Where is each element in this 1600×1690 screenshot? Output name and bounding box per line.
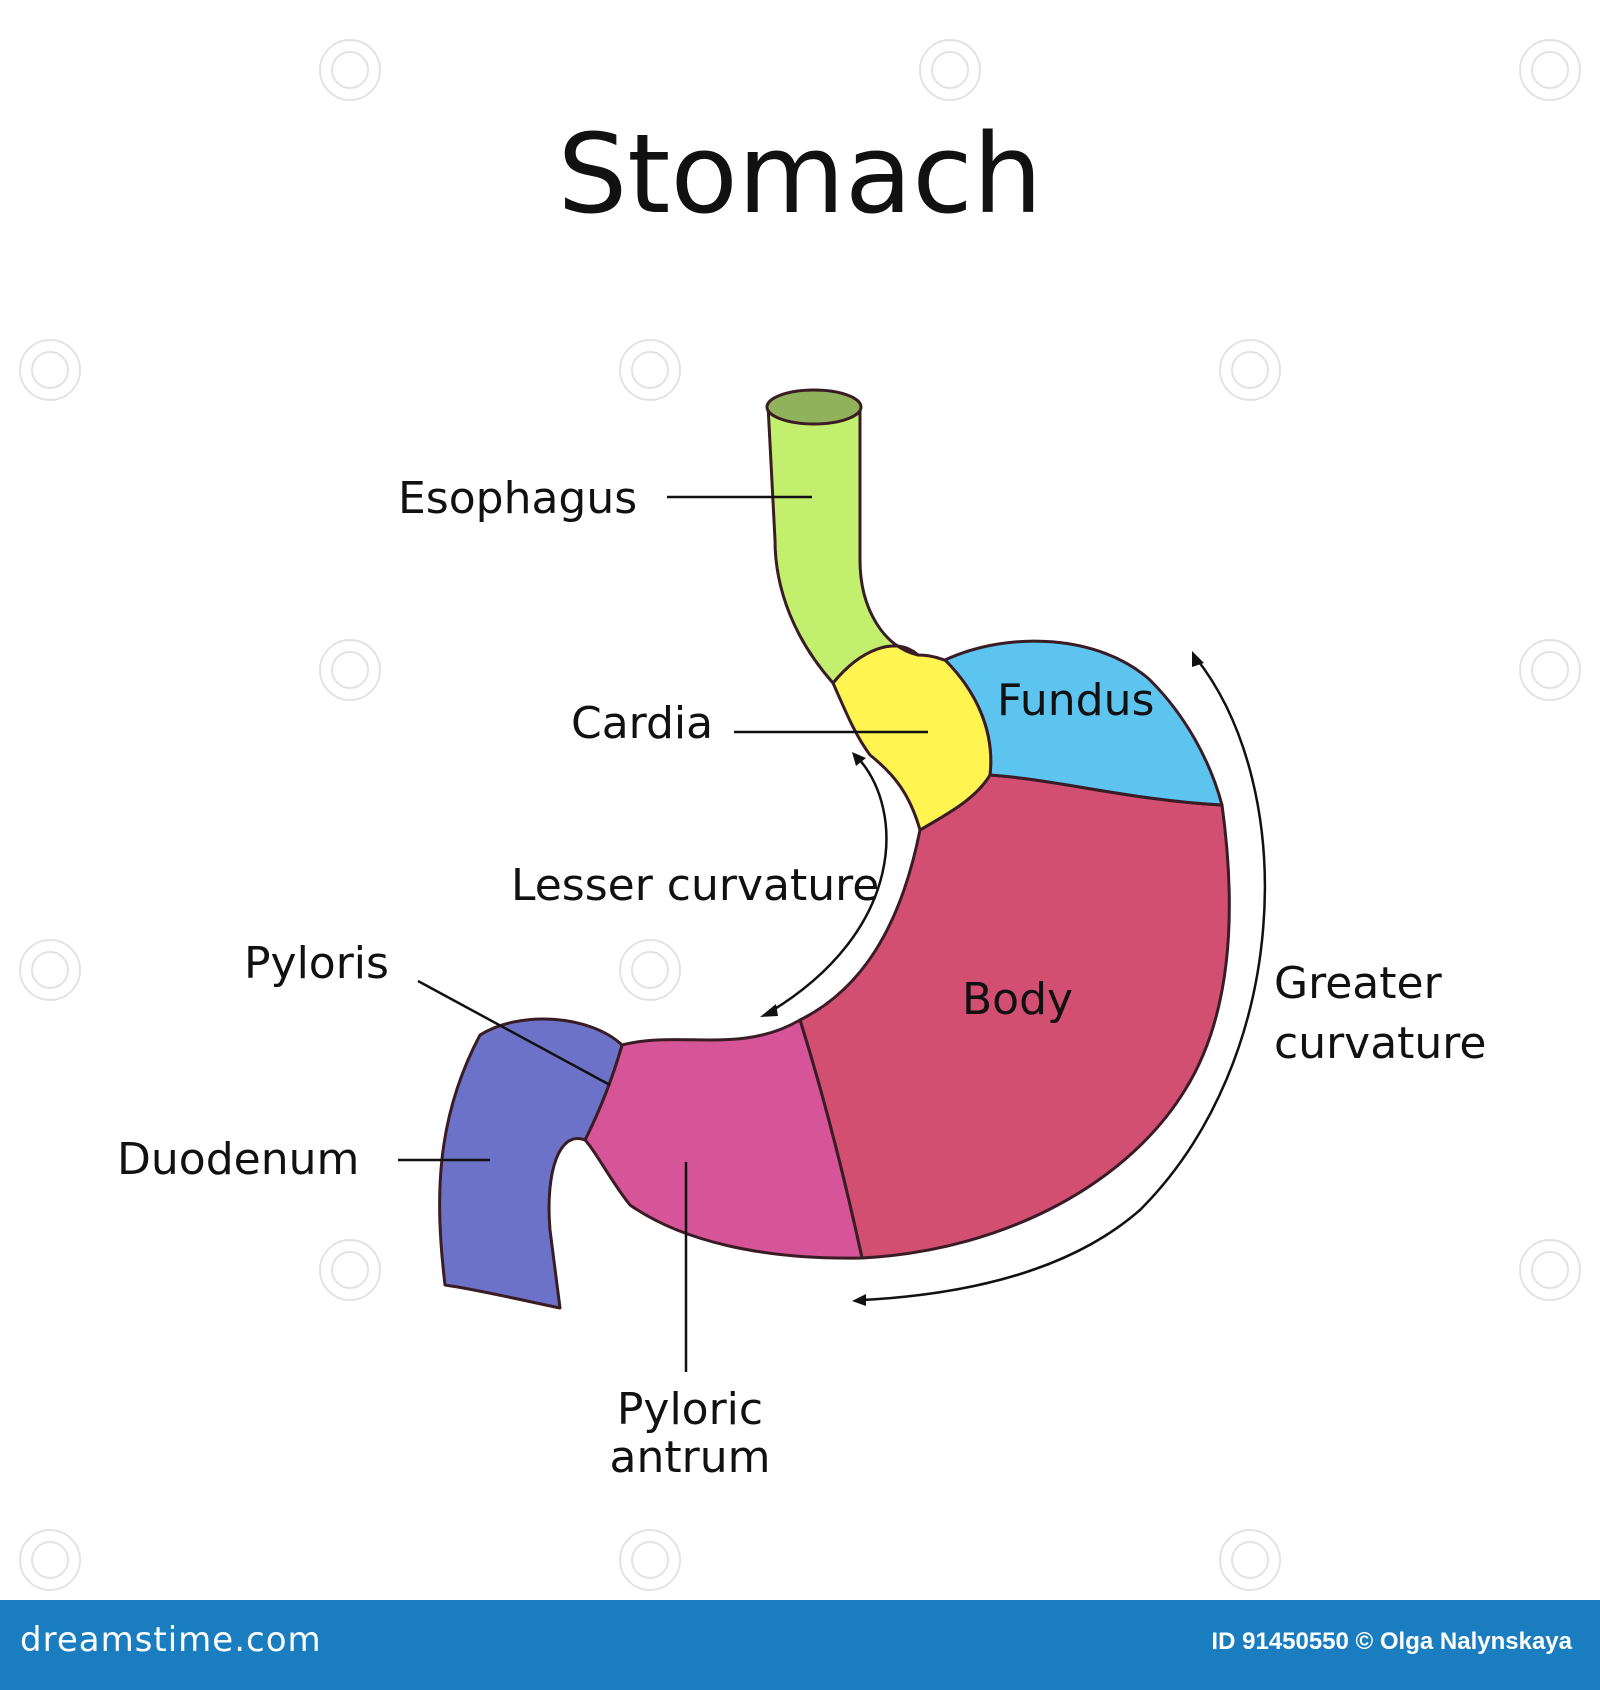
esophagus-label: Esophagus [398, 473, 637, 524]
greater-curvature-arrowhead-bottom [852, 1294, 866, 1306]
fundus-label: Fundus [997, 675, 1154, 726]
cardia-label: Cardia [571, 698, 713, 749]
duodenum-region [438, 1017, 624, 1310]
greater-curvature-arrow [861, 657, 1267, 1302]
watermark-pattern [19, 39, 1581, 1591]
lesser-curvature-arrowhead-top [852, 752, 866, 766]
esophagus-region [766, 403, 920, 685]
pyloric-antrum-label-line2: antrum [610, 1432, 771, 1483]
body-label: Body [962, 974, 1073, 1025]
footer-bar: dreamstime.com ID 91450550 © Olga Nalyns… [0, 1600, 1600, 1690]
lesser-curvature-arrowhead-bottom [760, 1004, 778, 1017]
greater-curvature-label-line1: Greater [1274, 958, 1443, 1009]
lesser-curvature-label: Lesser curvature [511, 860, 879, 911]
greater-curvature-arrowhead-top [1192, 651, 1204, 667]
footer-logo[interactable]: dreamstime.com [20, 1620, 322, 1660]
pyloris-leader [417, 979, 611, 1087]
duodenum-label: Duodenum [117, 1134, 359, 1185]
pyloric-antrum-label-line1: Pyloric [617, 1384, 763, 1435]
greater-curvature-label-line2: curvature [1274, 1018, 1487, 1069]
pyloris-label: Pyloris [244, 938, 389, 989]
image-id-credit: ID 91450550 © Olga Nalynskaya [1211, 1628, 1572, 1655]
diagram-title: Stomach [557, 110, 1042, 238]
lesser-curvature-arrow [769, 757, 888, 1014]
esophagus-opening [765, 388, 863, 426]
